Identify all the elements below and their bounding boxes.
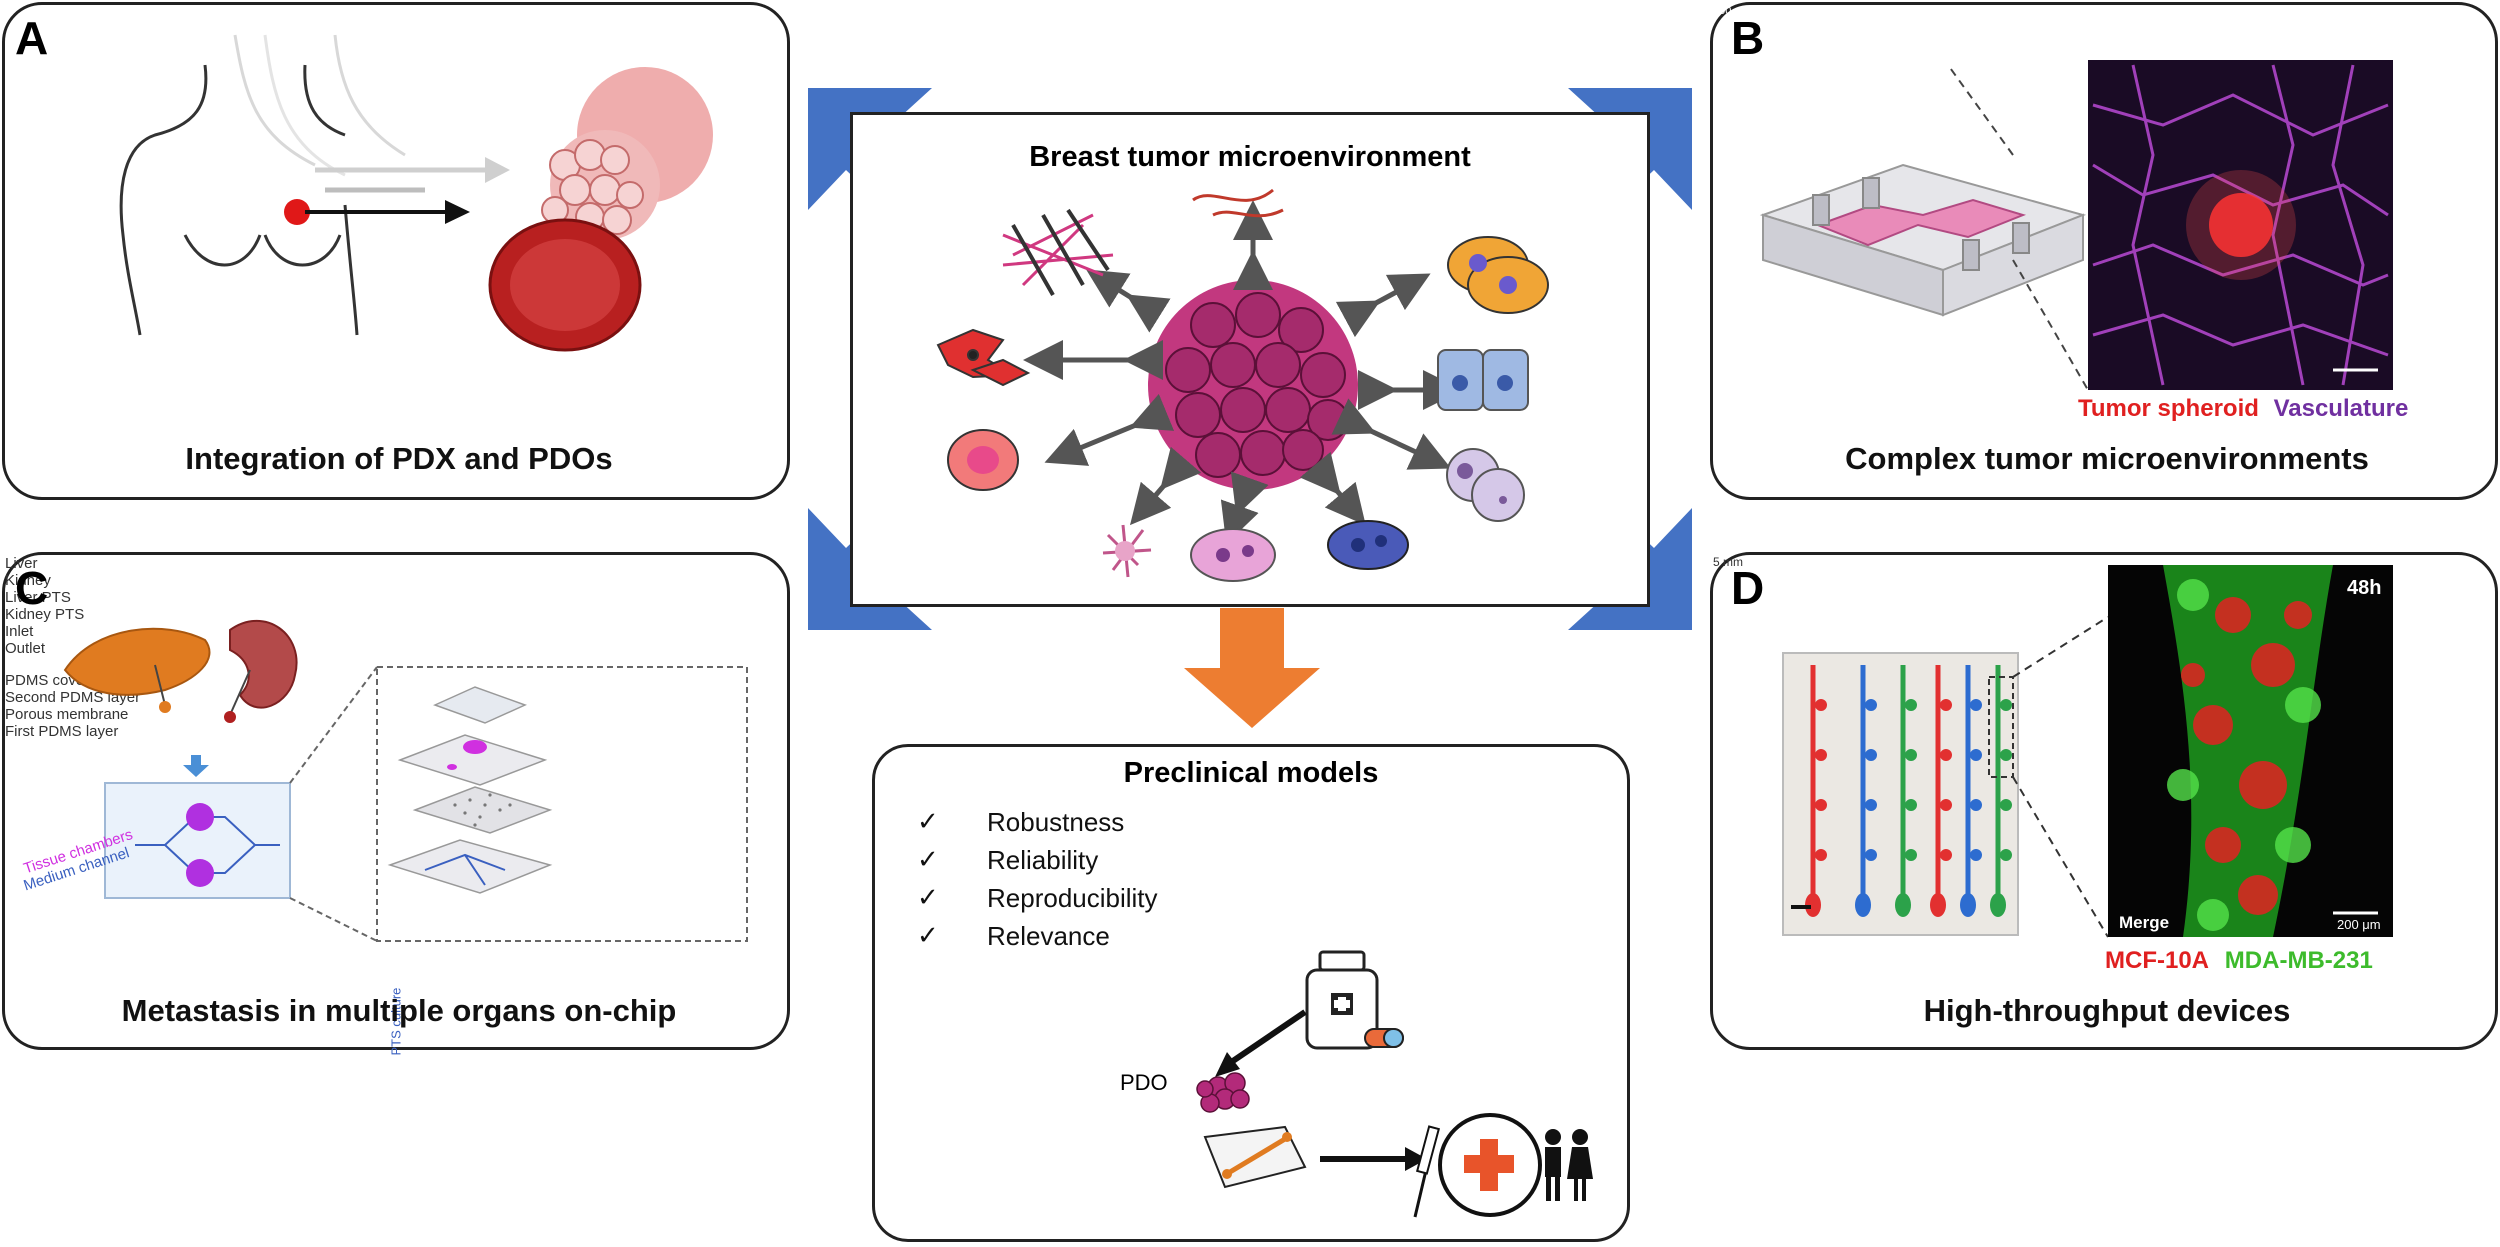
arrow-to-preclinical bbox=[1184, 608, 1320, 728]
collagen-fibers-icon bbox=[1192, 188, 1284, 218]
layer-label-4: First PDMS layer bbox=[5, 723, 119, 740]
label-liver: Liver bbox=[5, 555, 38, 572]
ecm-fibers-icon bbox=[1002, 208, 1114, 296]
tumor-microenvironment-box: Breast tumor microenvironment bbox=[850, 112, 1650, 607]
clinical-translation-icon bbox=[1413, 1113, 1542, 1218]
panel-b-scale: 600 μm bbox=[1713, 5, 1750, 17]
endothelial-cell-icon bbox=[947, 429, 1019, 491]
pdo-label: PDO bbox=[1120, 1070, 1168, 1095]
panel-a-letter: A bbox=[15, 12, 49, 64]
panel-b-legend: Tumor spheroid Vasculature bbox=[2078, 395, 2408, 423]
panel-d-legend: MCF-10A MDA-MB-231 bbox=[2105, 947, 2373, 975]
macrophage-cells-icon bbox=[1190, 528, 1276, 582]
criteria-item: ✓Robustness bbox=[917, 806, 1125, 838]
dendritic-cell-icon bbox=[1102, 524, 1152, 578]
tumor-cluster-icon bbox=[1148, 280, 1358, 490]
legend-vasculature: Vasculature bbox=[2273, 395, 2409, 422]
liver-icon bbox=[63, 627, 211, 696]
panel-b: B 600 μm Tumor spheroid Vascula bbox=[1710, 2, 2498, 500]
kidney-icon bbox=[229, 619, 298, 709]
label-kidney-pts: Kidney PTS bbox=[5, 606, 85, 623]
panel-d-merge: Merge bbox=[2119, 913, 2170, 932]
panel-c-caption: Metastasis in multiple organs on-chip bbox=[121, 993, 677, 1028]
blue-immune-cells-icon bbox=[1327, 520, 1409, 570]
bone-model-icon bbox=[1203, 1125, 1307, 1189]
panel-d: D bbox=[1710, 552, 2498, 1050]
pdo-organoid-icon bbox=[1196, 1072, 1250, 1113]
criteria-item: ✓Reproducibility bbox=[917, 882, 1158, 914]
epithelial-cells-icon bbox=[1437, 349, 1529, 411]
panel-d-scale-left: 5 mm bbox=[1713, 555, 1743, 569]
drug-bottle-icon bbox=[1305, 950, 1404, 1050]
panel-d-time: 48h bbox=[2347, 577, 2382, 599]
preclinical-criteria-list: ✓Robustness ✓Reliability ✓Reproducibilit… bbox=[917, 803, 1158, 955]
label-pts-culture: PTS culture bbox=[388, 987, 404, 1056]
criteria-item: ✓Relevance bbox=[917, 920, 1110, 952]
preclinical-title: Preclinical models bbox=[1123, 757, 1379, 789]
panel-d-caption: High-throughput devices bbox=[1923, 993, 2291, 1028]
panel-d-scale: 200 μm bbox=[2337, 917, 2381, 932]
label-kidney: Kidney bbox=[5, 572, 51, 589]
panel-b-letter: B bbox=[1731, 12, 1765, 64]
label-liver-pts: Liver PTS bbox=[5, 589, 71, 606]
legend-tumor-spheroid: Tumor spheroid bbox=[2078, 395, 2259, 422]
adipocyte-cells-icon bbox=[1447, 236, 1549, 314]
microfluidic-chip-illustration bbox=[1759, 60, 2393, 391]
tumor-spheroid-icon bbox=[2209, 193, 2273, 257]
multi-organ-chip-illustration bbox=[63, 619, 748, 942]
layer-label-1: PDMS cover bbox=[5, 672, 90, 689]
patients-icon bbox=[1545, 1129, 1593, 1201]
label-inlet: Inlet bbox=[5, 623, 34, 640]
panel-c-letter: C bbox=[15, 562, 49, 614]
legend-mda-mb-231: MDA-MB-231 bbox=[2224, 947, 2373, 974]
tumor-spot-icon bbox=[284, 199, 310, 225]
legend-mcf10a: MCF-10A bbox=[2105, 947, 2209, 974]
panel-a-caption: Integration of PDX and PDOs bbox=[185, 441, 613, 476]
label-outlet: Outlet bbox=[5, 640, 46, 657]
center-title: Breast tumor microenvironment bbox=[1029, 141, 1471, 173]
panel-b-caption: Complex tumor microenvironments bbox=[1845, 441, 2369, 476]
high-throughput-chip-illustration bbox=[1782, 565, 2393, 938]
microenvironment-illustration bbox=[936, 188, 1549, 582]
preclinical-models-box: Preclinical models ✓Robustness ✓Reliabil… bbox=[872, 744, 1630, 1242]
layer-label-3: Porous membrane bbox=[5, 706, 129, 723]
panel-d-letter: D bbox=[1731, 562, 1765, 614]
panel-c: C Liver Kidney Liver PTS bbox=[2, 552, 790, 1056]
fibroblast-cells-icon bbox=[936, 328, 1031, 387]
panel-a: A Integration of PDX and PDOs bbox=[2, 2, 790, 500]
criteria-item: ✓Reliability bbox=[917, 844, 1099, 876]
immune-cells-icon bbox=[1446, 448, 1525, 522]
preclinical-workflow-illustration bbox=[1196, 950, 1593, 1218]
breast-pdx-illustration bbox=[119, 34, 713, 352]
